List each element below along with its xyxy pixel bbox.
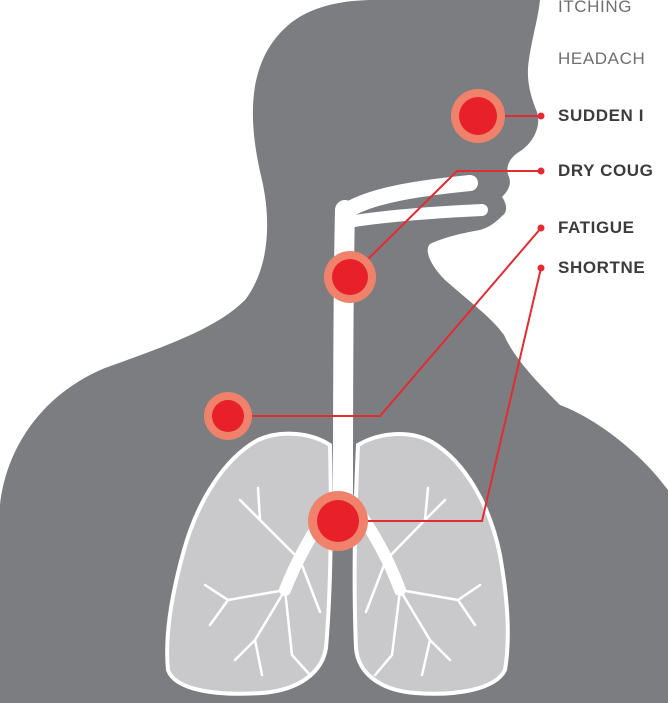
marker-nose — [451, 89, 505, 143]
symptom-label-dry-cough: DRY COUG — [558, 161, 653, 181]
marker-shoulder — [204, 392, 252, 440]
marker-core — [317, 500, 359, 542]
leader-endpoint — [538, 265, 545, 272]
leader-endpoint — [538, 168, 545, 175]
symptom-label-itching: ITCHING — [558, 0, 632, 17]
leader-endpoint — [538, 225, 545, 232]
symptom-label-sudden: SUDDEN I — [558, 106, 644, 126]
symptom-label-headache: HEADACH — [558, 49, 645, 69]
marker-core — [459, 97, 497, 135]
marker-chest — [308, 491, 368, 551]
marker-throat — [324, 251, 376, 303]
leader-endpoint — [538, 113, 545, 120]
marker-core — [212, 400, 244, 432]
symptom-label-shortness: SHORTNE — [558, 258, 645, 278]
marker-core — [332, 259, 368, 295]
leader-endpoints — [538, 113, 545, 272]
symptom-label-fatigue: FATIGUE — [558, 218, 635, 238]
